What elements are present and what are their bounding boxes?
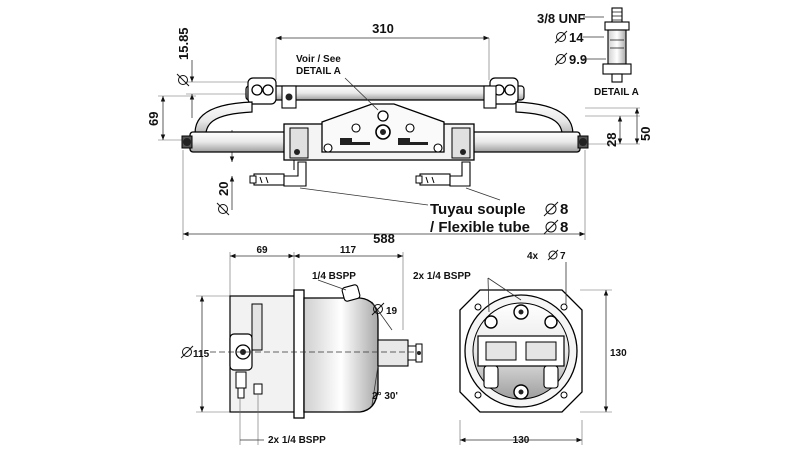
side-dim-117: 117: [340, 245, 357, 256]
diameter-symbol-icon: [180, 345, 194, 359]
front-holes-dia: 7: [560, 251, 566, 262]
tube-dia-2: 8: [560, 219, 568, 236]
diameter-symbol-icon: [176, 73, 190, 87]
detail-a: 3/8 UNF 14 9.9 DETAIL A: [537, 7, 639, 98]
side-dia-115: 115: [193, 349, 210, 360]
side-dia-19: 19: [386, 306, 398, 317]
side-view: 69 117 115: [180, 245, 423, 446]
hose-fitting-left: [249, 160, 307, 187]
diameter-symbol-icon: [371, 302, 385, 316]
diameter-symbol-icon: [547, 249, 559, 261]
detail-title: DETAIL A: [594, 87, 639, 98]
tube-label-line2: / Flexible tube: [430, 219, 530, 236]
detail-dia-14: 14: [569, 30, 584, 45]
side-port-bottom: 2x 1/4 BSPP: [268, 435, 326, 446]
detail-dia-9-9: 9.9: [569, 52, 587, 67]
side-angle: 2° 30': [372, 391, 398, 402]
diameter-symbol-icon: [216, 202, 230, 216]
diameter-symbol-icon: [543, 219, 559, 235]
dim-20-label: 20: [216, 182, 231, 196]
side-dim-69: 69: [256, 245, 268, 256]
see-detail-line1: Voir / See: [296, 54, 341, 65]
dim-588-label: 588: [373, 231, 395, 246]
dim-310-label: 310: [372, 21, 394, 36]
see-detail-line2: DETAIL A: [296, 66, 341, 77]
hose-fitting-right: [415, 161, 471, 187]
dim-28-label: 28: [604, 133, 619, 147]
front-view: 130 130 2x 1/4 BSPP 4x: [413, 249, 627, 446]
dim-50-label: 50: [638, 127, 653, 141]
guide-rod: [245, 85, 525, 101]
front-dim-130-w: 130: [513, 435, 530, 446]
dim-15-85-label: 15.85: [176, 27, 191, 60]
top-view: 310 15.85 69 20: [146, 21, 653, 246]
tube-dia-1: 8: [560, 201, 568, 218]
dim-69-label: 69: [146, 112, 161, 126]
detail-thread-label: 3/8 UNF: [537, 11, 585, 26]
flange: [293, 289, 305, 419]
front-holes-label: 4x: [527, 251, 539, 262]
side-port-top: 1/4 BSPP: [312, 271, 356, 282]
front-ports-label: 2x 1/4 BSPP: [413, 271, 471, 282]
front-dim-130-h: 130: [610, 348, 627, 359]
diameter-symbol-icon: [554, 30, 568, 44]
tube-label-line1: Tuyau souple: [430, 201, 526, 218]
diameter-symbol-icon: [554, 52, 568, 66]
diameter-symbol-icon: [543, 201, 559, 217]
